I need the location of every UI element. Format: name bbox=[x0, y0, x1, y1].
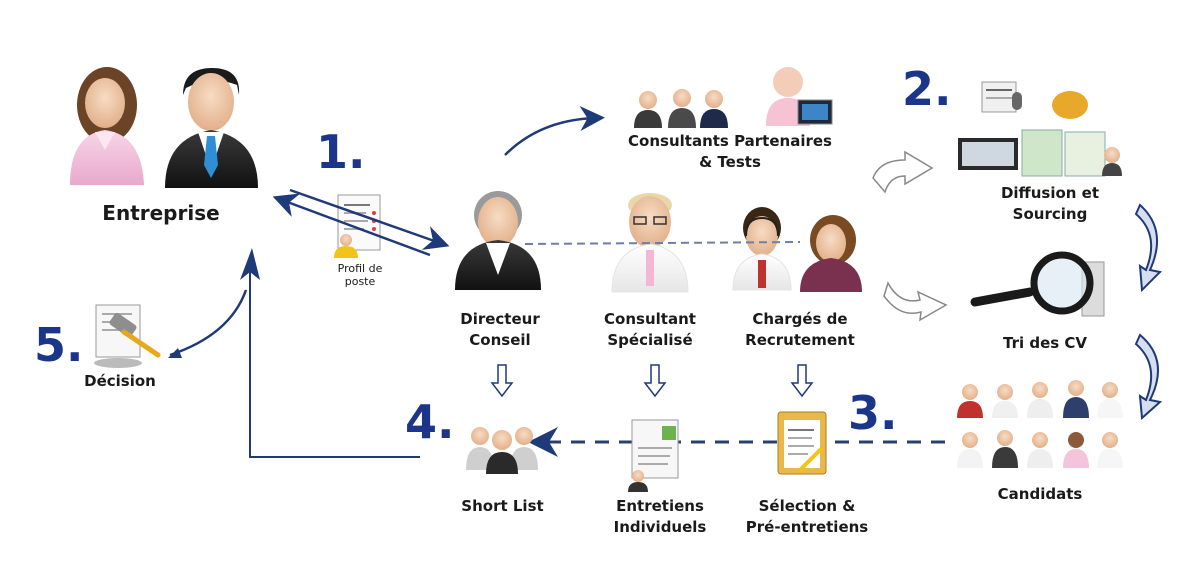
entretiens-document-icon bbox=[628, 419, 679, 492]
consultants-partenaires-icon bbox=[634, 67, 833, 128]
blue-side-arrows bbox=[1134, 203, 1163, 421]
candidats-icon bbox=[957, 380, 1123, 468]
consultant-specialise-icon bbox=[611, 193, 689, 293]
selection-clipboard-icon bbox=[777, 411, 827, 475]
white-arrows bbox=[872, 150, 948, 322]
selection-label: Sélection &Pré-entretiens bbox=[745, 497, 869, 536]
entreprise-woman-icon bbox=[70, 67, 144, 185]
step-4-number: 4. bbox=[405, 395, 455, 449]
partenaires-arrow bbox=[504, 106, 605, 156]
shortlist-label: Short List bbox=[461, 497, 544, 515]
step-5-number: 5. bbox=[34, 318, 84, 372]
entreprise-directeur-arrows bbox=[272, 188, 450, 257]
profil-document-icon bbox=[334, 194, 381, 258]
team-dashed-line bbox=[524, 241, 801, 245]
step-3-number: 3. bbox=[848, 386, 898, 440]
directeur-conseil-icon bbox=[455, 191, 541, 290]
down-arrows bbox=[490, 364, 814, 398]
entreprise-man-icon bbox=[165, 68, 258, 188]
return-arrows bbox=[168, 248, 420, 458]
candidats-label: Candidats bbox=[997, 485, 1083, 503]
charges-recrutement-icon bbox=[732, 207, 862, 292]
decision-gavel-icon bbox=[94, 304, 161, 368]
decision-label: Décision bbox=[84, 372, 156, 390]
consultants-partenaires-label: Consultants Partenaires& Tests bbox=[628, 132, 832, 171]
diffusion-media-icon bbox=[958, 81, 1122, 177]
magnifier-icon bbox=[970, 251, 1105, 317]
shortlist-group-icon bbox=[466, 427, 538, 474]
tri-cv-label: Tri des CV bbox=[1002, 334, 1088, 352]
step-1-number: 1. bbox=[316, 125, 366, 179]
entreprise-label: Entreprise bbox=[102, 201, 220, 225]
step-2-number: 2. bbox=[902, 62, 952, 116]
